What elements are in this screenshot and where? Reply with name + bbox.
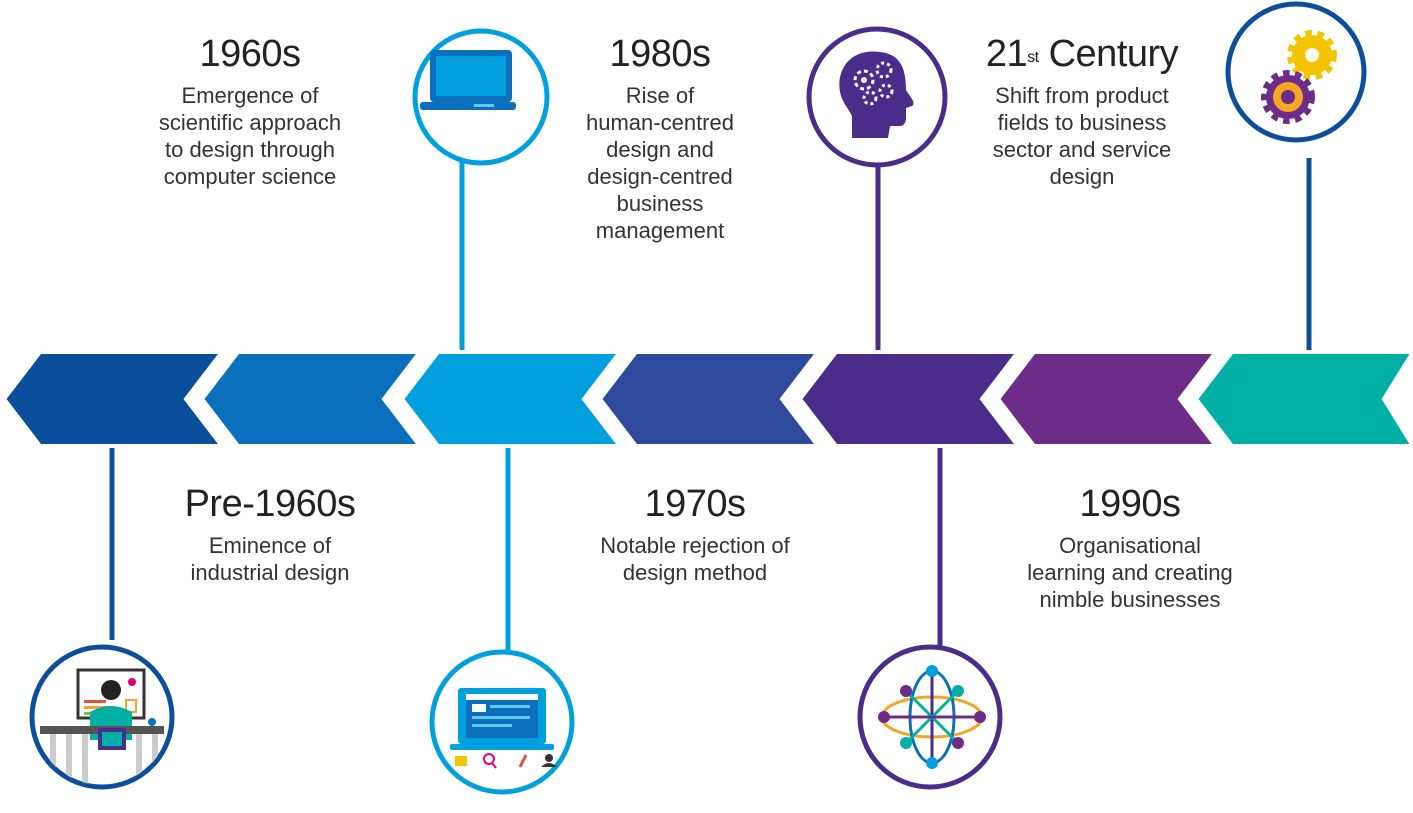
era-1990s-description: Organisational learning and creating nim…: [1027, 533, 1233, 612]
timeline-chevron-4: [597, 350, 823, 448]
era-1980s-description: Rise of human-centred design and design-…: [586, 83, 734, 243]
timeline-chevron-6: [995, 350, 1221, 448]
timeline-chevron-2: [199, 350, 425, 448]
era-1980s-year: 1980s: [609, 33, 711, 75]
era-1970s-year: 1970s: [644, 483, 746, 525]
head-gears-icon: [839, 51, 914, 138]
era-1970s: 1970s Notable rejection of design method: [565, 482, 825, 586]
era-1960s: 1960s Emergence of scientific approach t…: [130, 32, 370, 190]
head-gears-icon-circle: [806, 26, 948, 168]
gears-icon: [1261, 30, 1337, 124]
laptop-icon-circle: [412, 28, 550, 166]
timeline-chevron-5: [797, 350, 1023, 448]
monitor-tools-icon: [450, 688, 557, 769]
era-pre-1960s: Pre-1960s Eminence of industrial design: [150, 482, 390, 586]
network-icon-circle: [857, 644, 1003, 790]
era-1990s: 1990s Organisational learning and creati…: [1000, 482, 1260, 613]
designer-at-desk-icon: [40, 668, 164, 785]
timeline-arrow-band: [1, 350, 1413, 448]
designer-icon-circle: [29, 644, 175, 790]
era-1970s-description: Notable rejection of design method: [600, 533, 790, 585]
timeline-chevron-3: [399, 350, 625, 448]
era-21st-century-description: Shift from product fields to business se…: [992, 83, 1172, 189]
era-1960s-description: Emergence of scientific approach to desi…: [158, 83, 342, 189]
era-1980s: 1980s Rise of human-centred design and d…: [560, 32, 760, 244]
timeline-connectors: [109, 158, 1312, 650]
timeline-chevron-7: [1193, 350, 1413, 448]
network-globe-icon: [878, 665, 986, 769]
era-21st-century: 21st Century Shift from product fields t…: [962, 32, 1202, 190]
era-pre-1960s-description: Eminence of industrial design: [190, 533, 350, 585]
era-1960s-year: 1960s: [199, 33, 301, 75]
era-21st-century-year: 21st Century: [985, 33, 1179, 75]
laptop-icon: [420, 50, 516, 110]
era-pre-1960s-year: Pre-1960s: [184, 483, 356, 525]
timeline-chevron-1: [1, 350, 227, 448]
gears-icon-circle: [1225, 1, 1367, 143]
monitor-icon-circle: [429, 649, 575, 795]
era-1990s-year: 1990s: [1079, 483, 1181, 525]
